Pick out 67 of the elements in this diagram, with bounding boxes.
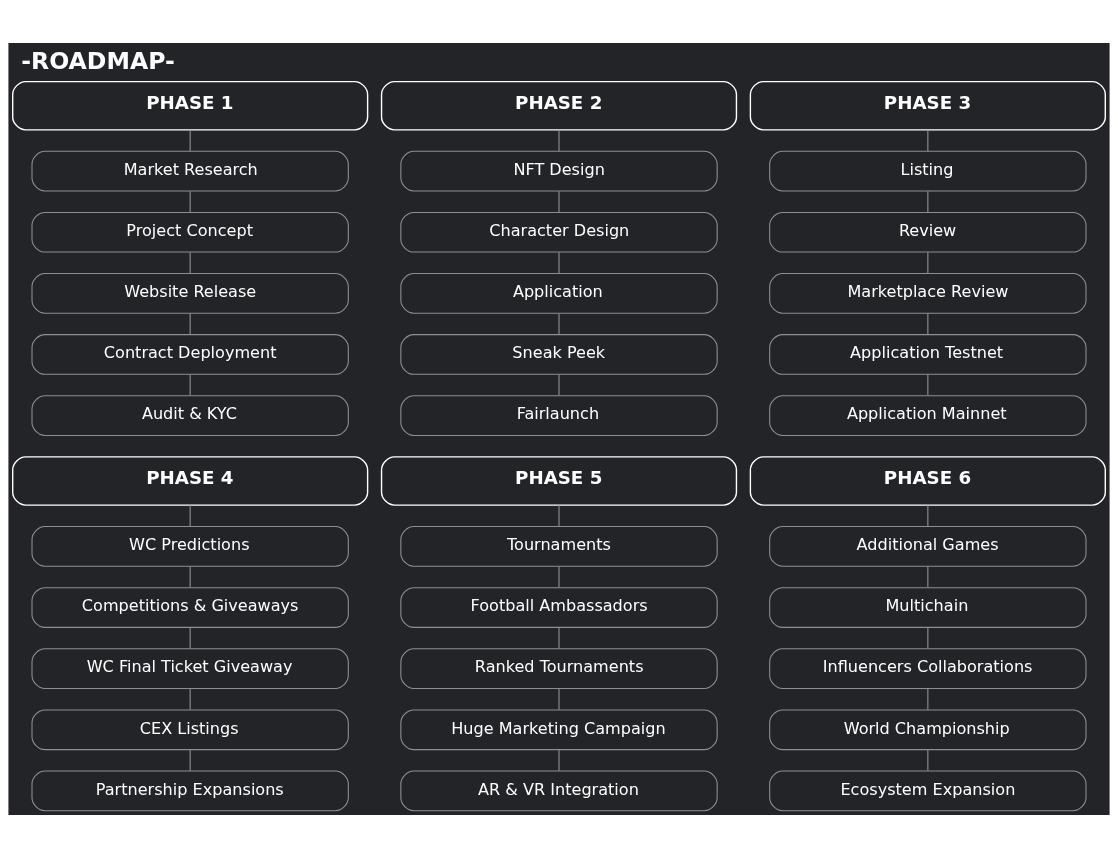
connector	[189, 190, 191, 213]
connector	[558, 626, 560, 649]
node-box: Tournaments	[400, 525, 718, 567]
node-box: PHASE 3	[749, 80, 1106, 131]
node-box: Market Research	[31, 150, 349, 191]
node-box: Review	[769, 211, 1087, 253]
connector	[558, 748, 560, 771]
node-box: Partnership Expansions	[31, 770, 349, 811]
node-box: PHASE 6	[749, 455, 1106, 506]
node-box: Application	[400, 272, 718, 314]
node-box: Multichain	[769, 586, 1087, 628]
connector	[927, 565, 929, 588]
node-box: Ranked Tournaments	[400, 647, 718, 689]
node-box: PHASE 1	[12, 80, 369, 131]
connector	[927, 504, 929, 527]
node-box: Marketplace Review	[769, 272, 1087, 314]
node-box: Audit & KYC	[31, 394, 349, 436]
node-box: Application Mainnet	[769, 394, 1087, 436]
node-box: Competitions & Giveaways	[31, 586, 349, 628]
connector	[927, 190, 929, 213]
connector	[189, 373, 191, 396]
connector	[558, 373, 560, 396]
node-box: NFT Design	[400, 150, 718, 191]
node-box: Ecosystem Expansion	[769, 770, 1087, 811]
connector	[927, 373, 929, 396]
node-box: Additional Games	[769, 525, 1087, 567]
connector	[189, 128, 191, 152]
node-box: Website Release	[31, 272, 349, 314]
connector	[927, 128, 929, 152]
node-box: WC Final Ticket Giveaway	[31, 647, 349, 689]
connector	[927, 626, 929, 649]
connector	[189, 251, 191, 274]
node-box: PHASE 5	[380, 455, 738, 506]
connector	[189, 504, 191, 527]
node-box: Football Ambassadors	[400, 586, 718, 628]
connector	[927, 312, 929, 335]
node-box: Influencers Collaborations	[769, 647, 1087, 689]
connector	[927, 687, 929, 710]
connector	[927, 251, 929, 274]
node-box: Contract Deployment	[31, 333, 349, 375]
connector	[558, 251, 560, 274]
connector	[558, 128, 560, 152]
diagram-title: -ROADMAP-	[21, 46, 175, 75]
node-box: Huge Marketing Campaign	[400, 708, 718, 750]
node-box: Sneak Peek	[400, 333, 718, 375]
node-box: AR & VR Integration	[400, 770, 718, 811]
node-box: Listing	[769, 150, 1087, 191]
connector	[558, 312, 560, 335]
connector	[189, 687, 191, 710]
node-box: WC Predictions	[31, 525, 349, 567]
connector	[189, 626, 191, 649]
connector	[927, 748, 929, 771]
node-box: PHASE 2	[380, 80, 738, 131]
connector	[558, 504, 560, 527]
node-box: CEX Listings	[31, 708, 349, 750]
node-box: PHASE 4	[12, 455, 369, 506]
connector	[189, 748, 191, 771]
node-box: Application Testnet	[769, 333, 1087, 375]
connector	[189, 312, 191, 335]
node-box: World Championship	[769, 708, 1087, 750]
node-box: Character Design	[400, 211, 718, 253]
connector	[189, 565, 191, 588]
connector	[558, 565, 560, 588]
node-box: Project Concept	[31, 211, 349, 253]
node-box: Fairlaunch	[400, 394, 718, 436]
connector	[558, 687, 560, 710]
connector	[558, 190, 560, 213]
